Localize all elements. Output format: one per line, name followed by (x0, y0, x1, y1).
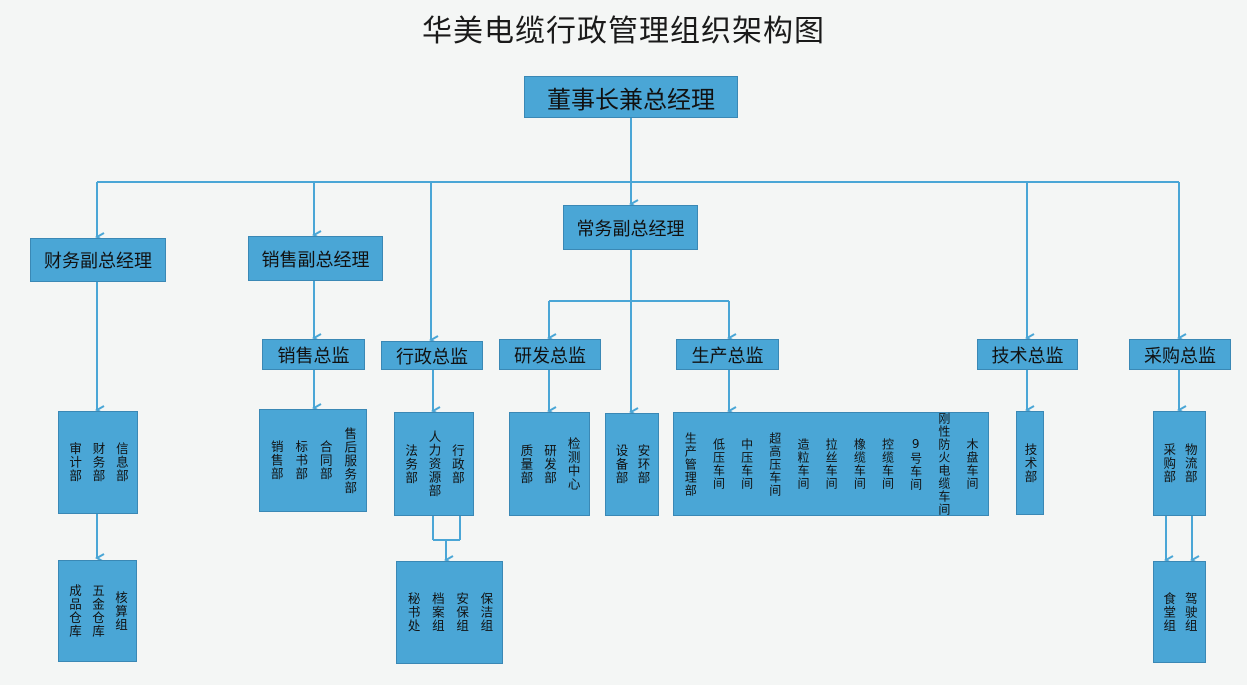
group-label: 五金仓库 (90, 584, 105, 638)
workshop-label: 生产管理部 (683, 431, 698, 497)
group-label: 保洁组 (478, 592, 494, 633)
dept-label: 财务部 (90, 442, 106, 483)
dept-label: 行政部 (449, 443, 465, 485)
workshop-label: 刚性防火电缆车间 (936, 412, 951, 516)
workshop-label: 拉丝车间 (824, 438, 839, 490)
finance-vp-box: 财务副总经理 (30, 238, 166, 282)
admin-director-box: 行政总监 (381, 341, 483, 370)
group-label: 驾驶组 (1182, 591, 1198, 633)
dept-label: 合同部 (317, 440, 333, 481)
dept-label: 研发部 (541, 443, 557, 485)
sales-director-box: 销售总监 (262, 339, 365, 370)
dept-label: 售后服务部 (342, 426, 358, 495)
executive-vp-box: 常务副总经理 (563, 205, 698, 250)
workshop-label: 超高压车间 (767, 431, 782, 497)
tech-dept-box: 技术部 (1016, 411, 1044, 515)
workshop-label: 控缆车间 (880, 438, 895, 490)
workshop-label: 中压车间 (739, 438, 754, 490)
workshop-label: 造粒车间 (795, 438, 810, 490)
admin-dept-box: 法务部 人力资源部 行政部 (394, 412, 474, 516)
dept-label: 法务部 (403, 443, 419, 485)
group-label: 秘书处 (405, 592, 421, 633)
workshop-label: 9号车间 (908, 437, 923, 491)
group-label: 安保组 (454, 592, 470, 633)
production-director-box: 生产总监 (676, 339, 779, 370)
purchase-dept-box: 采购部 物流部 (1153, 411, 1206, 516)
tech-director-box: 技术总监 (977, 339, 1078, 370)
dept-label: 审计部 (67, 442, 83, 483)
dept-label: 设备部 (613, 444, 629, 485)
sales-vp-box: 销售副总经理 (248, 236, 383, 281)
sales-dept-box: 销售部 标书部 合同部 售后服务部 (259, 409, 367, 512)
purchase-director-box: 采购总监 (1129, 339, 1231, 370)
chairman-box: 董事长兼总经理 (524, 76, 738, 118)
equip-dept-box: 设备部 安环部 (605, 413, 659, 516)
group-label: 成品仓库 (67, 584, 82, 638)
rd-director-box: 研发总监 (499, 339, 601, 370)
group-label: 档案组 (429, 592, 445, 633)
dept-label: 销售部 (268, 440, 284, 481)
production-dept-box: 生产管理部 低压车间 中压车间 超高压车间 造粒车间 拉丝车间 橡缆车间 控缆车… (673, 412, 989, 516)
dept-label: 标书部 (293, 440, 309, 481)
workshop-label: 木盘车间 (965, 438, 979, 490)
rd-dept-box: 质量部 研发部 检测中心 (509, 412, 590, 516)
workshop-label: 橡缆车间 (852, 438, 867, 490)
dept-label: 质量部 (518, 443, 534, 485)
dept-label: 检测中心 (565, 437, 581, 491)
dept-label: 采购部 (1161, 443, 1177, 484)
dept-label: 信息部 (113, 442, 129, 483)
dept-label: 物流部 (1182, 443, 1198, 484)
workshop-label: 低压车间 (711, 438, 726, 490)
group-label: 食堂组 (1161, 591, 1177, 633)
dept-label: 安环部 (635, 444, 651, 485)
finance-dept-box: 审计部 财务部 信息部 (58, 411, 138, 514)
dept-label: 人力资源部 (426, 430, 442, 498)
group-label: 核算组 (113, 590, 128, 632)
finance-group-box: 成品仓库 五金仓库 核算组 (58, 560, 137, 662)
admin-group-box: 秘书处 档案组 安保组 保洁组 (396, 561, 503, 664)
dept-label: 技术部 (1022, 442, 1038, 484)
chart-title: 华美电缆行政管理组织架构图 (422, 14, 825, 49)
purchase-group-box: 食堂组 驾驶组 (1153, 561, 1206, 663)
